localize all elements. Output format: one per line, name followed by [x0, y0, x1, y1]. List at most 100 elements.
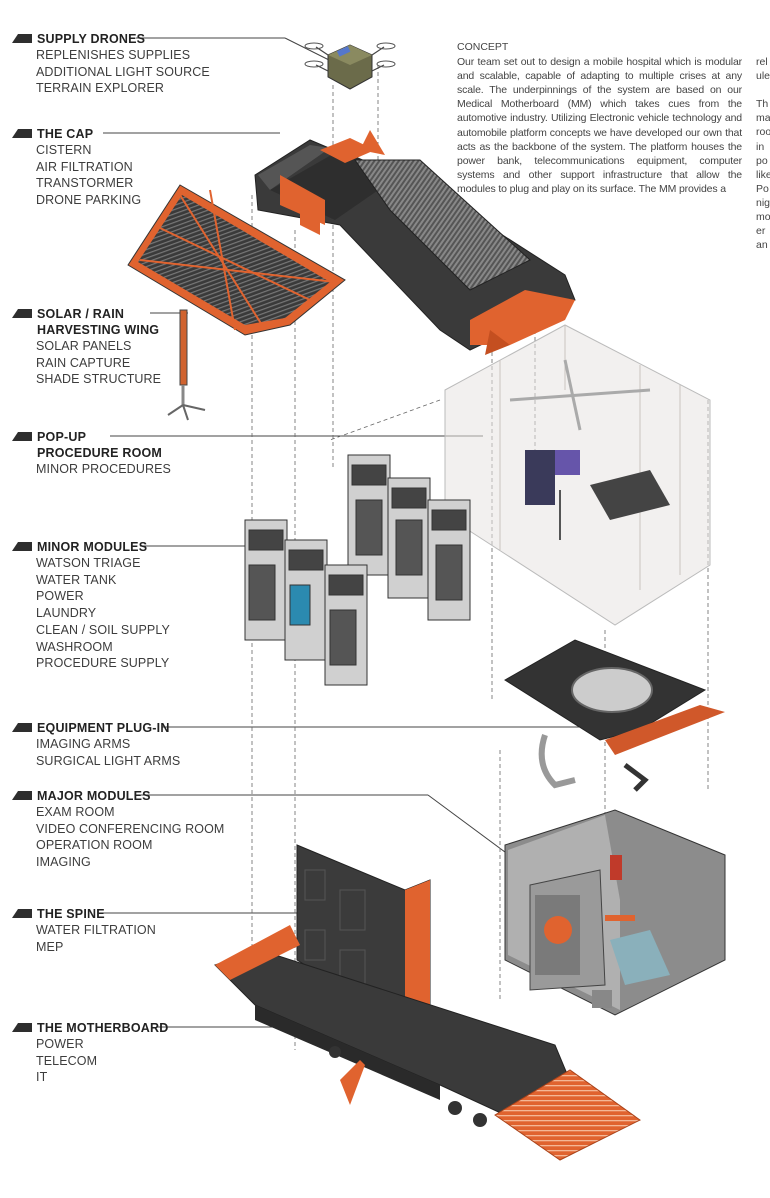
- callout-title: THE MOTHERBOARD: [37, 1020, 168, 1036]
- minor-modules: [245, 455, 470, 685]
- concept-col2-line: rel: [756, 55, 770, 69]
- equipment-plugin: [505, 640, 725, 790]
- callout-item: VIDEO CONFERENCING ROOM: [36, 821, 224, 838]
- bullet-marker-icon: [12, 34, 32, 43]
- concept-col2-line: nig: [756, 196, 770, 210]
- concept-col2-line: in: [756, 140, 770, 154]
- callout-item: ADDITIONAL LIGHT SOURCE: [36, 64, 210, 81]
- bullet-marker-icon: [12, 909, 32, 918]
- callout-item: EXAM ROOM: [36, 804, 224, 821]
- callout-item: TELECOM: [36, 1053, 168, 1070]
- callout-title-line: THE SPINE: [37, 906, 105, 922]
- callout-item: OPERATION ROOM: [36, 837, 224, 854]
- supply-drone: [305, 43, 395, 89]
- callout-title-line: THE CAP: [37, 126, 93, 142]
- callout-title: THE SPINE: [37, 906, 105, 922]
- callout-title-line: HARVESTING WING: [37, 322, 159, 338]
- callout-item: CISTERN: [36, 142, 141, 159]
- callout-item: WATER FILTRATION: [36, 922, 156, 939]
- callout-item: AIR FILTRATION: [36, 159, 141, 176]
- callout-items: MINOR PROCEDURES: [36, 461, 171, 478]
- callout-item: WATSON TRIAGE: [36, 555, 170, 572]
- callout-title-line: MINOR MODULES: [37, 539, 147, 555]
- callout-heading: MINOR MODULES: [12, 539, 170, 555]
- callout-title-line: EQUIPMENT PLUG-IN: [37, 720, 170, 736]
- callout-item: RAIN CAPTURE: [36, 355, 161, 372]
- bullet-marker-icon: [12, 723, 32, 732]
- callout-item: IMAGING: [36, 854, 224, 871]
- callout-items: WATSON TRIAGEWATER TANKPOWERLAUNDRYCLEAN…: [36, 555, 170, 672]
- callout-title-line: POP-UP: [37, 429, 162, 445]
- popup-procedure-room: [445, 325, 710, 625]
- major-module: [505, 810, 725, 1015]
- callout-item: TERRAIN EXPLORER: [36, 80, 210, 97]
- callout-heading: EQUIPMENT PLUG-IN: [12, 720, 180, 736]
- concept-col2-line: po: [756, 154, 770, 168]
- bullet-marker-icon: [12, 1023, 32, 1032]
- callout-solar-rain-harvesting-wing: SOLAR / RAINHARVESTING WINGSOLAR PANELSR…: [12, 306, 161, 388]
- callout-title-line: THE MOTHERBOARD: [37, 1020, 168, 1036]
- callout-items: SOLAR PANELSRAIN CAPTURESHADE STRUCTURE: [36, 338, 161, 388]
- concept-body: Our team set out to design a mobile hosp…: [457, 55, 742, 196]
- callout-item: SURGICAL LIGHT ARMS: [36, 753, 180, 770]
- callout-heading: THE MOTHERBOARD: [12, 1020, 168, 1036]
- concept-col2-line: Po: [756, 182, 770, 196]
- concept-col2-line: [756, 83, 770, 97]
- concept-col2-line: Th: [756, 97, 770, 111]
- bullet-marker-icon: [12, 309, 32, 318]
- callout-item: POWER: [36, 588, 170, 605]
- callout-title: MAJOR MODULES: [37, 788, 151, 804]
- callout-title: SUPPLY DRONES: [37, 31, 145, 47]
- concept-col2-line: an: [756, 238, 770, 252]
- concept-col2-line: er: [756, 224, 770, 238]
- callout-title-line: MAJOR MODULES: [37, 788, 151, 804]
- callout-item: REPLENISHES SUPPLIES: [36, 47, 210, 64]
- callout-item: SOLAR PANELS: [36, 338, 161, 355]
- callout-item: MINOR PROCEDURES: [36, 461, 171, 478]
- concept-col2-line: like: [756, 168, 770, 182]
- callout-items: REPLENISHES SUPPLIESADDITIONAL LIGHT SOU…: [36, 47, 210, 97]
- concept-col2-line: ule: [756, 69, 770, 83]
- bullet-marker-icon: [12, 432, 32, 441]
- callout-title: EQUIPMENT PLUG-IN: [37, 720, 170, 736]
- callout-title-line: SUPPLY DRONES: [37, 31, 145, 47]
- bullet-marker-icon: [12, 129, 32, 138]
- bullet-marker-icon: [12, 791, 32, 800]
- callout-item: POWER: [36, 1036, 168, 1053]
- bullet-marker-icon: [12, 542, 32, 551]
- callout-item: CLEAN / SOIL SUPPLY: [36, 622, 170, 639]
- callout-item: PROCEDURE SUPPLY: [36, 655, 170, 672]
- callout-title-line: PROCEDURE ROOM: [37, 445, 162, 461]
- callout-item: IT: [36, 1069, 168, 1086]
- callout-heading: THE SPINE: [12, 906, 156, 922]
- callout-title: MINOR MODULES: [37, 539, 147, 555]
- callout-item: TRANSTORMER: [36, 175, 141, 192]
- callout-heading: THE CAP: [12, 126, 141, 142]
- concept-col2-line: mo: [756, 210, 770, 224]
- callout-item: IMAGING ARMS: [36, 736, 180, 753]
- concept-col2-line: ma: [756, 111, 770, 125]
- callout-item: WATER TANK: [36, 572, 170, 589]
- callout-heading: SUPPLY DRONES: [12, 31, 210, 47]
- concept-text: CONCEPT Our team set out to design a mob…: [457, 40, 742, 196]
- callout-item: SHADE STRUCTURE: [36, 371, 161, 388]
- callout-item: MEP: [36, 939, 156, 956]
- concept-heading: CONCEPT: [457, 40, 742, 54]
- callout-heading: MAJOR MODULES: [12, 788, 224, 804]
- callout-item: DRONE PARKING: [36, 192, 141, 209]
